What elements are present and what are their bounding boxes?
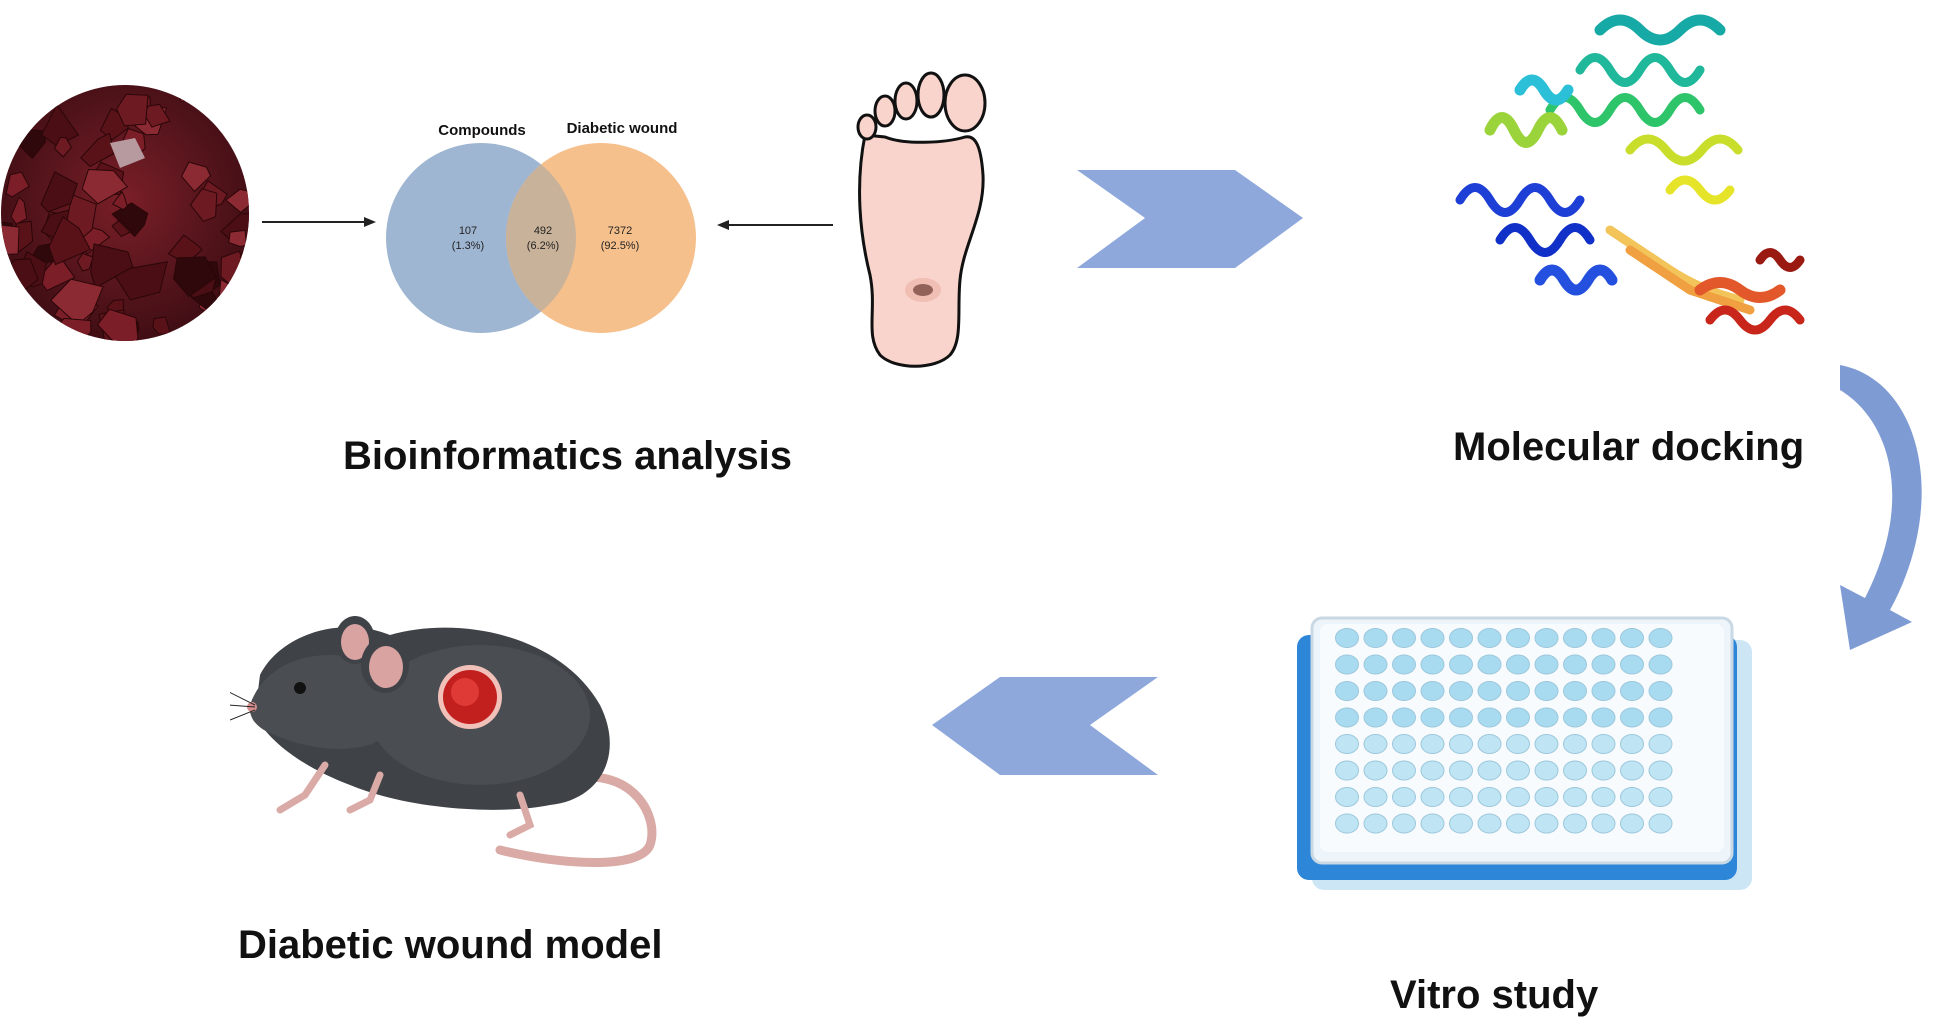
curved-arrow-down — [1840, 365, 1922, 650]
herb-photo — [1, 85, 249, 341]
protein-structure — [1455, 14, 1805, 335]
mouse-illustration — [230, 616, 657, 867]
venn-left-label: Compounds — [438, 122, 526, 139]
venn-right-count: 7372 — [608, 225, 632, 237]
stage-title-vitro: Vitro study — [1390, 973, 1599, 1017]
venn-left-count: 107 — [459, 225, 477, 237]
well-plate — [1297, 616, 1752, 890]
stage-title-docking: Molecular docking — [1453, 425, 1805, 469]
venn-left-pct: (1.3%) — [452, 240, 484, 252]
diabetic-foot-icon — [856, 71, 987, 368]
venn-diagram: Compounds Diabetic wound 107 (1.3%) 492 … — [386, 120, 696, 333]
arrow-left — [717, 220, 833, 230]
chevron-left-arrow — [932, 677, 1158, 775]
stage-title-model: Diabetic wound model — [238, 923, 663, 967]
chevron-right-arrow — [1077, 170, 1303, 268]
venn-overlap-count: 492 — [534, 225, 552, 237]
venn-overlap-pct: (6.2%) — [527, 240, 559, 252]
venn-right-label: Diabetic wound — [567, 120, 678, 137]
arrow-right — [262, 217, 376, 227]
venn-right-pct: (92.5%) — [601, 240, 640, 252]
stage-title-bioinformatics: Bioinformatics analysis — [343, 434, 793, 478]
